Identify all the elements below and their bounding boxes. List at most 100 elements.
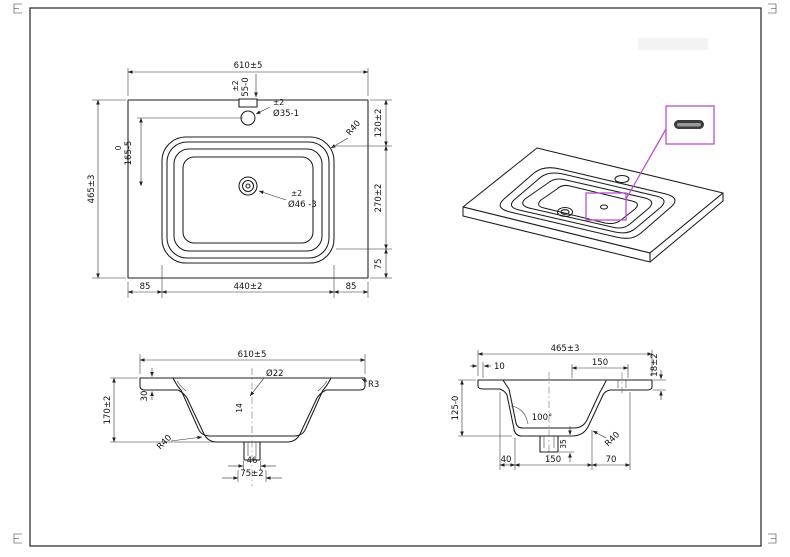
dim-bot-c: 70 [606, 455, 617, 465]
faucet-hole-section [617, 380, 627, 388]
leader-overflow-dia [249, 377, 265, 397]
leader-drain-dia [258, 190, 287, 201]
basin-rim-outer [161, 136, 335, 264]
basin-floor-iso [538, 184, 638, 225]
counter-right-face [649, 192, 724, 263]
perspective-view [462, 105, 724, 263]
detail-zoom-box [665, 105, 715, 145]
corner-mark [13, 3, 22, 14]
extension-lines [127, 265, 369, 298]
basin-floor-outline [182, 156, 314, 244]
leader-edge-radius [361, 378, 368, 383]
side-section-view: 465±3 10 150 18±2 125-0 100° 35 R40 40 1… [451, 344, 666, 470]
dim-side-bowl-radius: R40 [603, 430, 622, 449]
dim-faucet-dia-tol: ±2 [273, 98, 284, 107]
overflow-hole-iso [599, 204, 609, 210]
dim-right-mid: 270±2 [374, 184, 384, 213]
counter-back-edge [609, 379, 653, 391]
counter-front-edge [477, 379, 501, 390]
dim-rim-pos: 165-5 [124, 141, 134, 166]
bowl-outer-profile [499, 388, 611, 437]
sheet-border [29, 7, 762, 547]
detail-source-box [585, 192, 627, 221]
extension-lines [92, 99, 126, 279]
dim-wall-angle: 100° [532, 413, 552, 423]
bowl-inner-profile [502, 379, 607, 429]
dim-deck-depth: 150 [592, 358, 608, 368]
dim-faucet-pos: 55-0 [241, 77, 251, 96]
leader-faucet-dia [255, 106, 271, 115]
leader-corner-radius [330, 137, 349, 149]
dim-bot-mid: 440±2 [234, 282, 263, 292]
dim-edge-thickness: 18±2 [650, 353, 660, 376]
extension-lines [237, 470, 267, 482]
dim-recess-width: 75±2 [240, 469, 263, 479]
faucet-hole-iso [614, 174, 630, 184]
dim-faucet-dia: Ø35-1 [273, 108, 299, 119]
extension-lines [499, 392, 631, 470]
extension-lines [458, 379, 512, 437]
drain-boss-inner [543, 436, 555, 448]
drain-hole [238, 176, 258, 196]
dim-bowl-radius: R40 [155, 433, 174, 452]
dim-plan-depth: 465±3 [87, 175, 97, 204]
detail-leader-line [625, 128, 667, 200]
dim-right-top: 120±2 [374, 109, 384, 138]
basin-rim-iso-2 [510, 172, 665, 234]
drain-boss-inner [247, 442, 257, 456]
dim-bot-right: 85 [346, 282, 357, 292]
rim-step-left [176, 380, 187, 392]
dim-front-height: 170±2 [103, 396, 113, 425]
dim-bot-a: 40 [501, 455, 512, 465]
faint-watermark [638, 38, 708, 50]
basin-wall-top [173, 148, 323, 252]
faucet-hole [240, 110, 256, 126]
dim-rim-thickness: 30 [140, 391, 150, 402]
dim-front-width: 610±5 [238, 350, 267, 360]
dim-drain-height: 35 [559, 439, 568, 449]
drain-hole-iso-inner [560, 209, 570, 215]
angle-arc [510, 405, 529, 425]
front-section-view: 610±5 Ø22 R3 30 170±2 R40 14 46 75±2 [103, 350, 379, 486]
overflow-slot-highlight [677, 123, 701, 127]
drain-hole-center [245, 183, 251, 189]
leader-bowl-radius [592, 430, 607, 439]
plan-view: 610±5 ±2 55-0 ±2 Ø35-1 465±3 0 165-5 120… [87, 61, 392, 298]
dim-bot-b: 150 [545, 455, 561, 465]
counter-left-edge [139, 377, 179, 391]
corner-mark [768, 3, 777, 14]
corner-mark [768, 533, 777, 544]
dim-faucet-pos-tol: ±2 [231, 80, 240, 91]
dim-drain-dia: Ø46 -3 [288, 199, 317, 210]
extension-lines [559, 435, 574, 453]
dim-plan-width: 610±5 [234, 61, 263, 71]
drain-hole-iso [556, 206, 574, 218]
rim-step-right [317, 380, 328, 392]
drain-boss [539, 435, 559, 453]
extension-lines [336, 99, 392, 279]
basin-rim-iso [499, 167, 676, 239]
dim-bot-left: 85 [140, 282, 151, 292]
dim-edge-radius: R3 [368, 380, 379, 390]
dim-right-bot: 75 [374, 259, 384, 270]
rear-slot [238, 98, 258, 108]
dim-rim-pos-tol: 0 [114, 145, 123, 150]
dim-back-gap: 10 [494, 362, 505, 372]
basin-rim-inner [166, 141, 330, 259]
extension-lines [653, 379, 666, 391]
leader-bowl-radius [170, 435, 203, 442]
corner-mark [13, 533, 22, 544]
dim-bowl-depth: 125-0 [451, 396, 461, 421]
basin-wall-iso [522, 178, 653, 229]
dim-drain-width: 46 [247, 456, 258, 466]
dim-overflow-dia: Ø22 [266, 368, 284, 379]
extension-lines [243, 461, 261, 470]
counter-right-edge [325, 377, 366, 391]
dim-side-depth: 465±3 [551, 344, 580, 354]
drain-hole-ring [241, 179, 255, 193]
dim-drain-dia-tol: ±2 [291, 189, 302, 198]
extension-lines [110, 377, 215, 443]
dim-drain-detail: 14 [235, 403, 244, 413]
